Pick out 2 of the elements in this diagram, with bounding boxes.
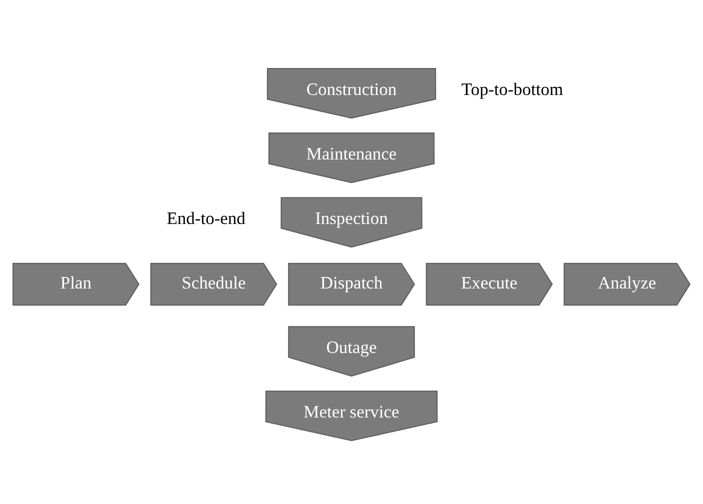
label: End-to-end xyxy=(166,208,246,228)
label: Top-to-bottom xyxy=(461,78,564,99)
